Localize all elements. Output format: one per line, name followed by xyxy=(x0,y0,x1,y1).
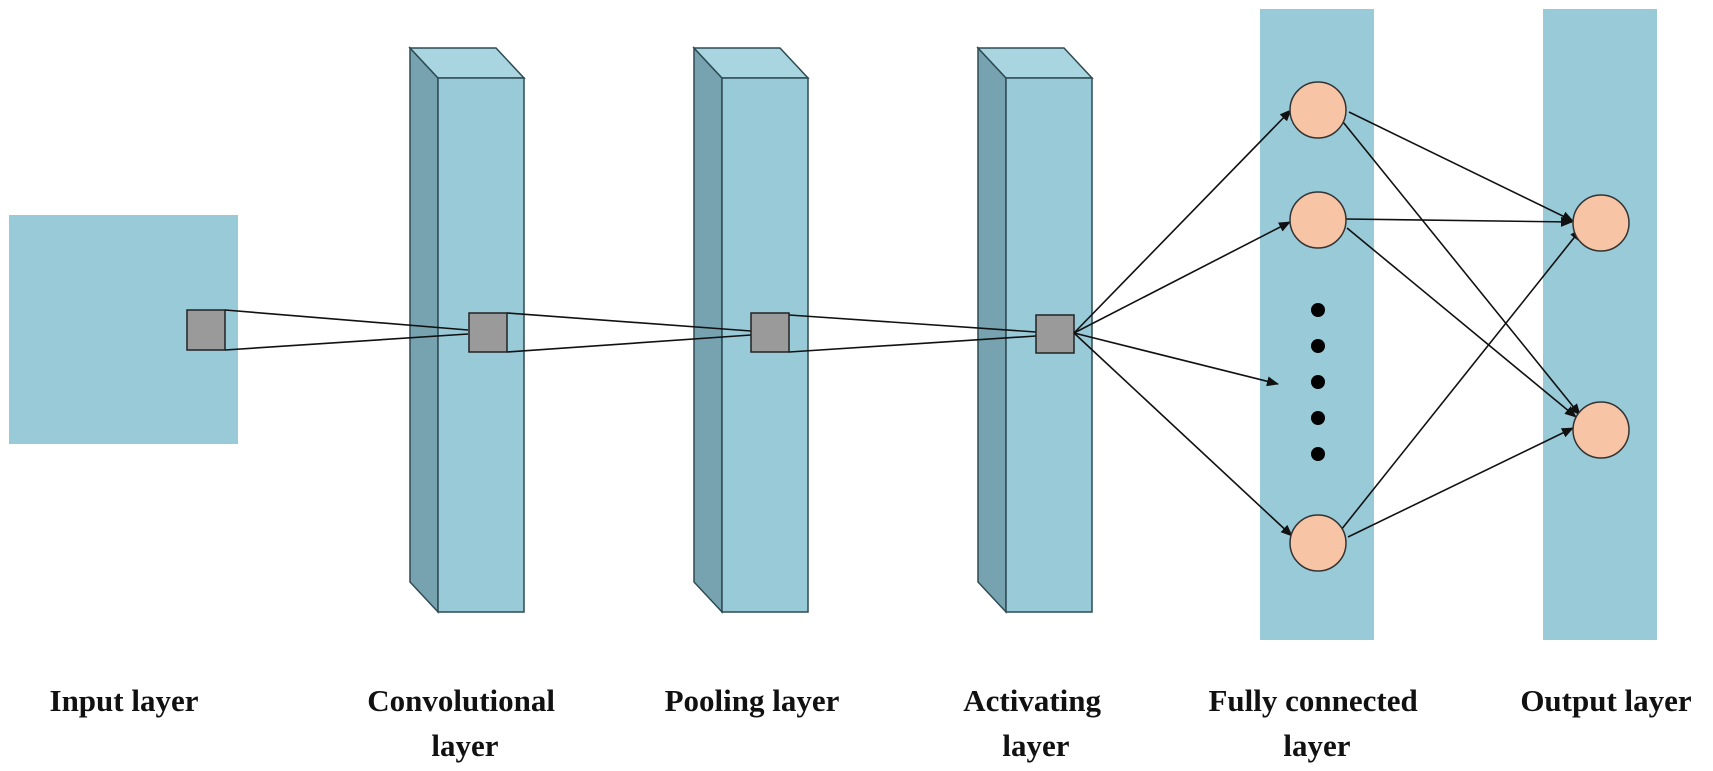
fc-neuron-1 xyxy=(1289,81,1347,139)
output-layer-label: Output layer xyxy=(1520,683,1692,718)
pooling-layer-block xyxy=(692,46,810,614)
fc-ellipsis-dots xyxy=(1311,303,1325,461)
fc-neuron-2 xyxy=(1289,191,1347,249)
input-layer-label: Input layer xyxy=(50,683,199,718)
output-neuron-2 xyxy=(1572,401,1630,459)
convolutional-layer-label: Convolutional layer xyxy=(367,683,563,763)
activating-layer-label: Activating layer xyxy=(963,683,1109,763)
fc-neuron-3 xyxy=(1289,514,1347,572)
pooling-layer-label: Pooling layer xyxy=(665,683,840,718)
fc-to-output-arrows xyxy=(1340,111,1582,538)
output-layer-panel xyxy=(1543,9,1657,640)
output-neuron-1 xyxy=(1572,194,1630,252)
activating-layer-block xyxy=(976,46,1094,614)
activating-kernel xyxy=(1035,314,1075,354)
fully-connected-layer-label: Fully connected layer xyxy=(1209,683,1426,763)
input-kernel xyxy=(186,309,226,351)
activation-to-fc-arrows xyxy=(1073,109,1293,537)
pooling-kernel xyxy=(750,312,790,353)
convolutional-kernel xyxy=(468,312,508,353)
kernel-connections xyxy=(224,309,1037,353)
